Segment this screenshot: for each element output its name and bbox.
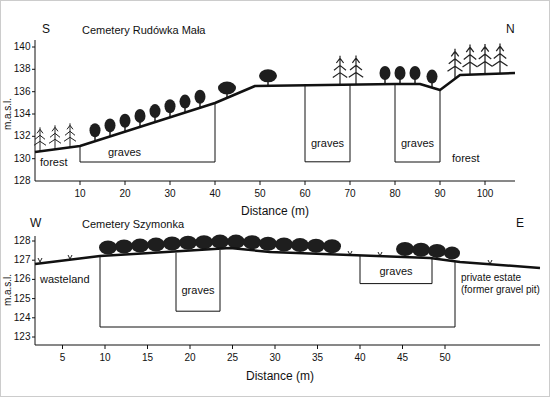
tick-label: 50 [439,352,450,364]
grave-area: graves [176,250,220,311]
tick-label: 70 [344,188,355,200]
grave-outline [80,103,215,162]
tick-label: 15 [142,352,153,364]
tick-label: 130 [14,153,31,165]
tick-label: 123 [14,331,31,343]
tick-label: 10 [74,188,85,200]
axis-title: m.a.s.l. [2,98,14,130]
grave-outline [305,84,350,162]
grave-outline [360,255,432,284]
area-label: graves [379,265,412,278]
axis-ticks [32,47,485,185]
tick-label: 30 [269,352,280,364]
tick-label: 100 [477,188,494,200]
direction-letter: E [516,217,524,231]
profile-top [32,40,515,185]
tick-label: 90 [434,188,445,200]
tick-label: 40 [209,188,220,200]
tick-label: 132 [14,131,31,143]
tick-label: 128 [14,175,31,187]
area-label: forest [452,152,480,165]
grave-area: graves [360,255,432,284]
tick-label: 30 [164,188,175,200]
tick-label: 50 [254,188,265,200]
trees [99,235,460,260]
grave-outline [305,84,350,162]
tick-label: 35 [312,352,323,364]
axis [35,40,515,181]
area-label: graves [401,137,434,150]
grave-outline [395,84,440,162]
tick-label: 136 [14,86,31,98]
grave-area: graves [80,103,215,162]
tick-label: 127 [14,254,31,266]
tick-label: 124 [14,312,31,324]
direction-letter: W [30,217,41,231]
grave-area: graves [305,84,350,162]
axis-title: m.a.s.l. [2,274,14,306]
tick-label: 40 [354,352,365,364]
tick-label: 45 [397,352,408,364]
area-label: wasteland [40,273,90,286]
grave-outline [395,84,440,162]
terrain-line [35,73,515,152]
tick-label: 25 [227,352,238,364]
tick-label: 128 [14,235,31,247]
area-label: forest [40,156,68,169]
axis-title: Distance (m) [241,205,309,219]
axis-title: Distance (m) [246,370,314,384]
cemetery-outline [100,256,455,327]
tick-label: 60 [299,188,310,200]
area-label: graves [181,284,214,297]
tick-label: 134 [14,108,31,120]
tick-label: 126 [14,274,31,286]
grave-outline [80,103,215,162]
tick-label: 10 [99,352,110,364]
profile-title: Cemetery Rudówka Mała [82,24,206,37]
tick-label: 125 [14,293,31,305]
terrain-line [35,248,540,268]
area-label: private estate (former gravel pit) [461,272,545,295]
direction-letter: S [42,23,50,37]
area-label: graves [311,137,344,150]
grave-outline [176,250,220,311]
tick-label: 138 [14,64,31,76]
tick-label: 140 [14,41,31,53]
grave-outline [176,250,220,311]
direction-letter: N [506,23,515,37]
tick-label: 20 [119,188,130,200]
tick-label: 80 [389,188,400,200]
tick-label: 5 [60,352,66,364]
area-label: graves [108,146,141,159]
trees [34,44,508,152]
profile-title: Cemetery Szymonka [82,218,184,231]
grave-area: graves [395,84,440,162]
tick-label: 20 [184,352,195,364]
